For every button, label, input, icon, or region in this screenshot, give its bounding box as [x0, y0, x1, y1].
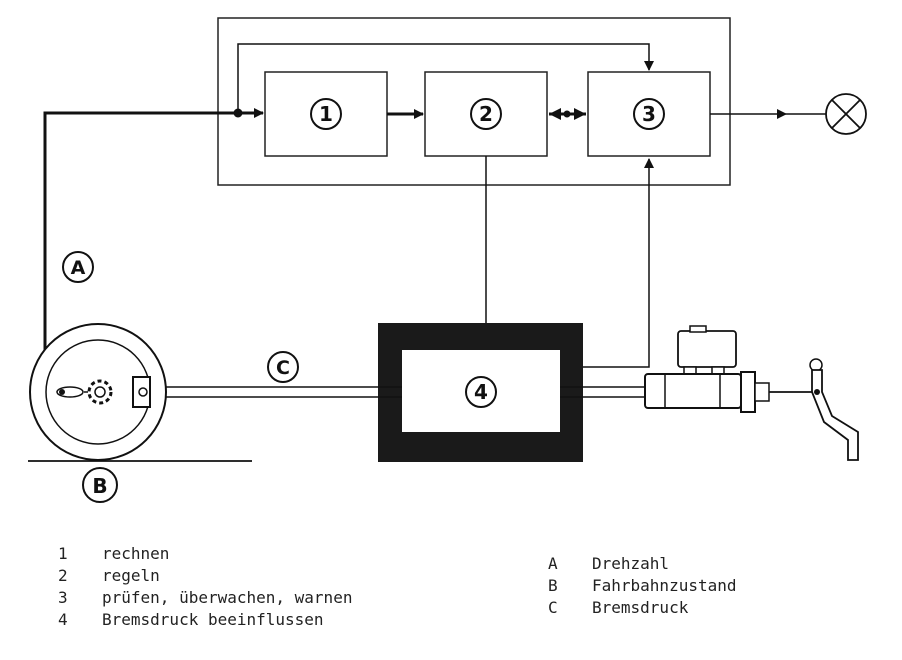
signal-c-label: C	[267, 351, 299, 383]
svg-text:C: C	[276, 357, 290, 379]
svg-text:A: A	[71, 257, 86, 279]
block-2	[424, 71, 548, 157]
svg-text:4: 4	[474, 380, 488, 404]
brake-line-master	[560, 386, 645, 398]
block-4-number: 4	[465, 376, 497, 408]
block-1-number: 1	[310, 98, 342, 130]
brake-pedal-icon	[809, 358, 859, 461]
pressure-feedback-line	[582, 158, 654, 368]
wheel-brake-port	[138, 387, 148, 397]
svg-text:B: B	[92, 474, 107, 498]
block-1	[264, 71, 388, 157]
signal-b-label: B	[82, 467, 118, 503]
speed-sensor-icon	[56, 386, 88, 398]
signal-a-label: A	[62, 251, 94, 283]
svg-text:3: 3	[642, 102, 656, 126]
svg-text:2: 2	[479, 102, 493, 126]
bypass-line	[237, 43, 654, 113]
block-2-number: 2	[470, 98, 502, 130]
master-cylinder-icon	[644, 325, 816, 413]
warning-lamp-icon	[825, 93, 867, 135]
diagram-canvas: 1 2 3	[28, 17, 867, 503]
control-unit-frame	[217, 17, 731, 186]
signal-a-line	[43, 108, 264, 385]
block-3-number: 3	[633, 98, 665, 130]
block-4	[402, 350, 560, 432]
sensor-rotor-icon	[87, 379, 113, 405]
brake-line-c	[150, 386, 402, 398]
svg-text:1: 1	[319, 102, 333, 126]
arrow-2-3-bidirectional	[549, 108, 586, 120]
